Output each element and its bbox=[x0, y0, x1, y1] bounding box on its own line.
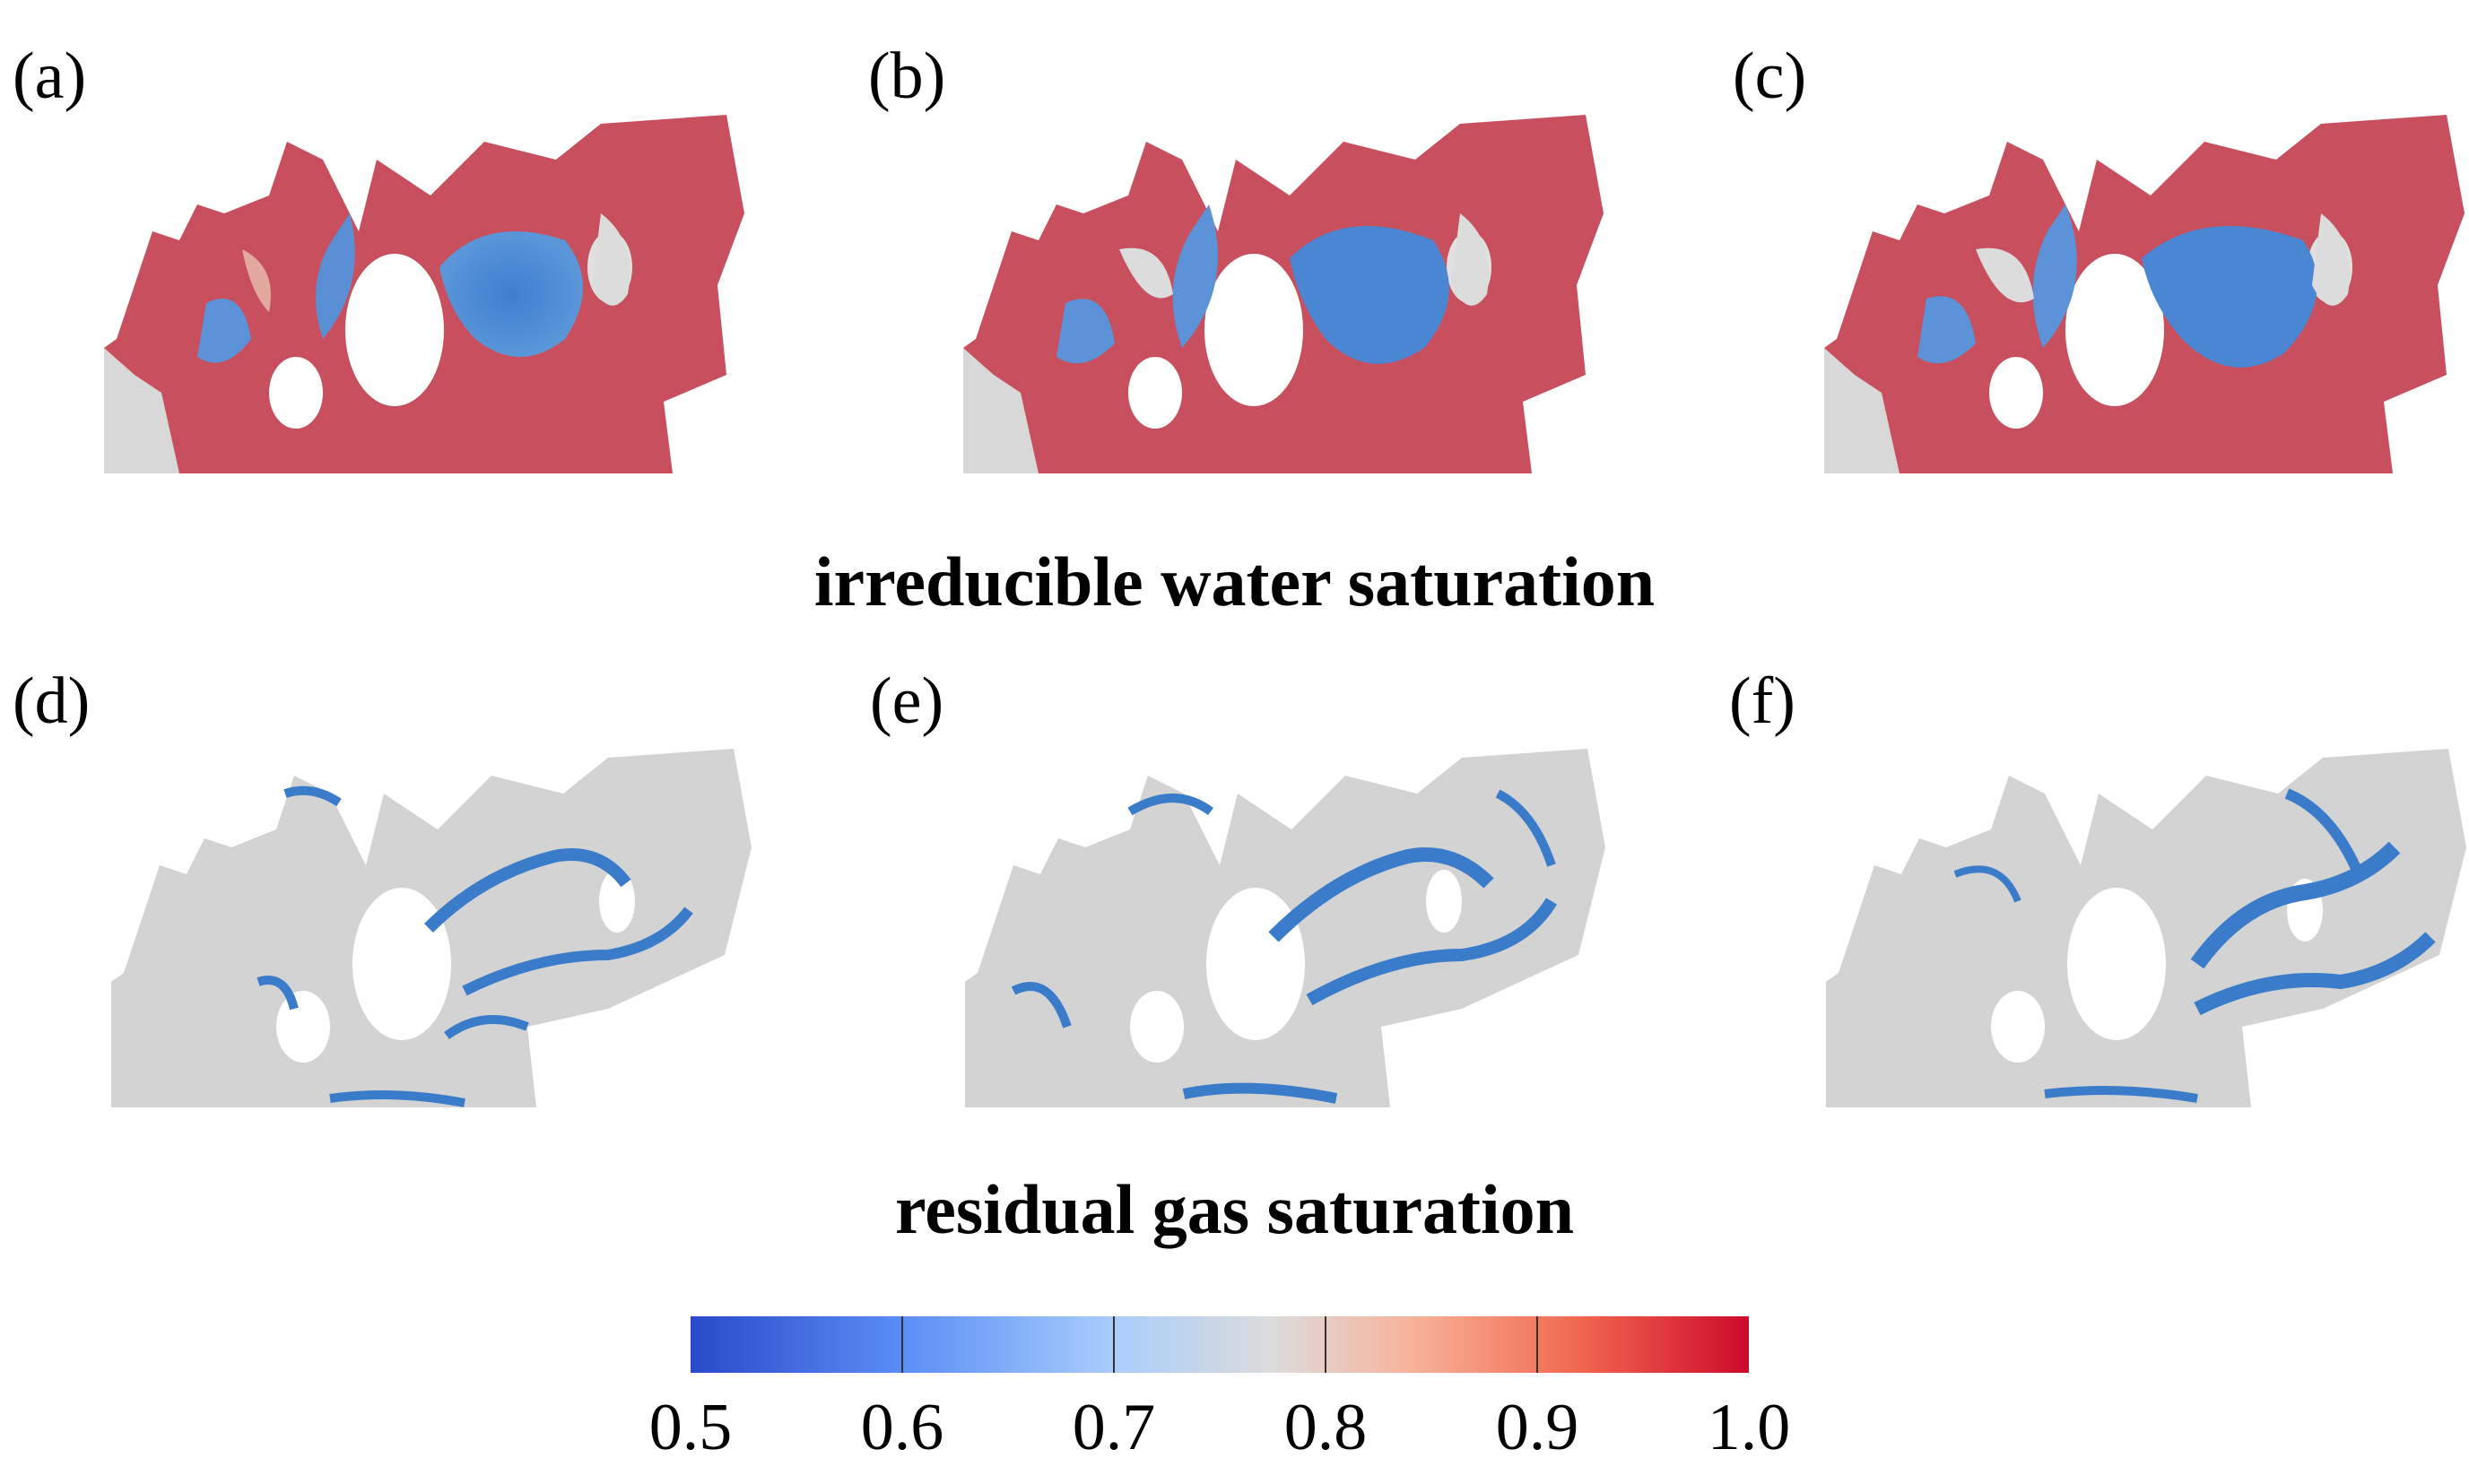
porous-render-d bbox=[106, 740, 752, 1116]
title-irreducible-water-saturation: irreducible water saturation bbox=[813, 542, 1656, 621]
porous-render-f bbox=[1821, 740, 2466, 1116]
colorbar-gradient bbox=[691, 1316, 1749, 1373]
colorbar-tick-label: 0.8 bbox=[1283, 1391, 1368, 1464]
porous-render-e bbox=[960, 740, 1605, 1116]
panel-label-d: (d) bbox=[13, 664, 91, 738]
colorbar-tick-label: 0.9 bbox=[1495, 1391, 1579, 1464]
colorbar-tick-label: 0.5 bbox=[648, 1391, 733, 1464]
panel-label-c: (c) bbox=[1733, 39, 1807, 113]
panel-label-b: (b) bbox=[868, 39, 946, 113]
colorbar-tick-label: 0.7 bbox=[1072, 1391, 1156, 1464]
title-residual-gas-saturation: residual gas saturation bbox=[895, 1170, 1574, 1248]
colorbar bbox=[691, 1316, 1749, 1373]
colorbar-tick-label: 1.0 bbox=[1707, 1391, 1791, 1464]
colorbar-tick-label: 0.6 bbox=[860, 1391, 944, 1464]
porous-render-c bbox=[1819, 106, 2465, 482]
panel-label-f: (f) bbox=[1729, 664, 1795, 738]
porous-render-a bbox=[99, 106, 744, 482]
porous-render-b bbox=[958, 106, 1604, 482]
panel-label-a: (a) bbox=[13, 39, 87, 113]
colorbar-svg bbox=[691, 1316, 1749, 1373]
panel-label-e: (e) bbox=[870, 664, 944, 738]
